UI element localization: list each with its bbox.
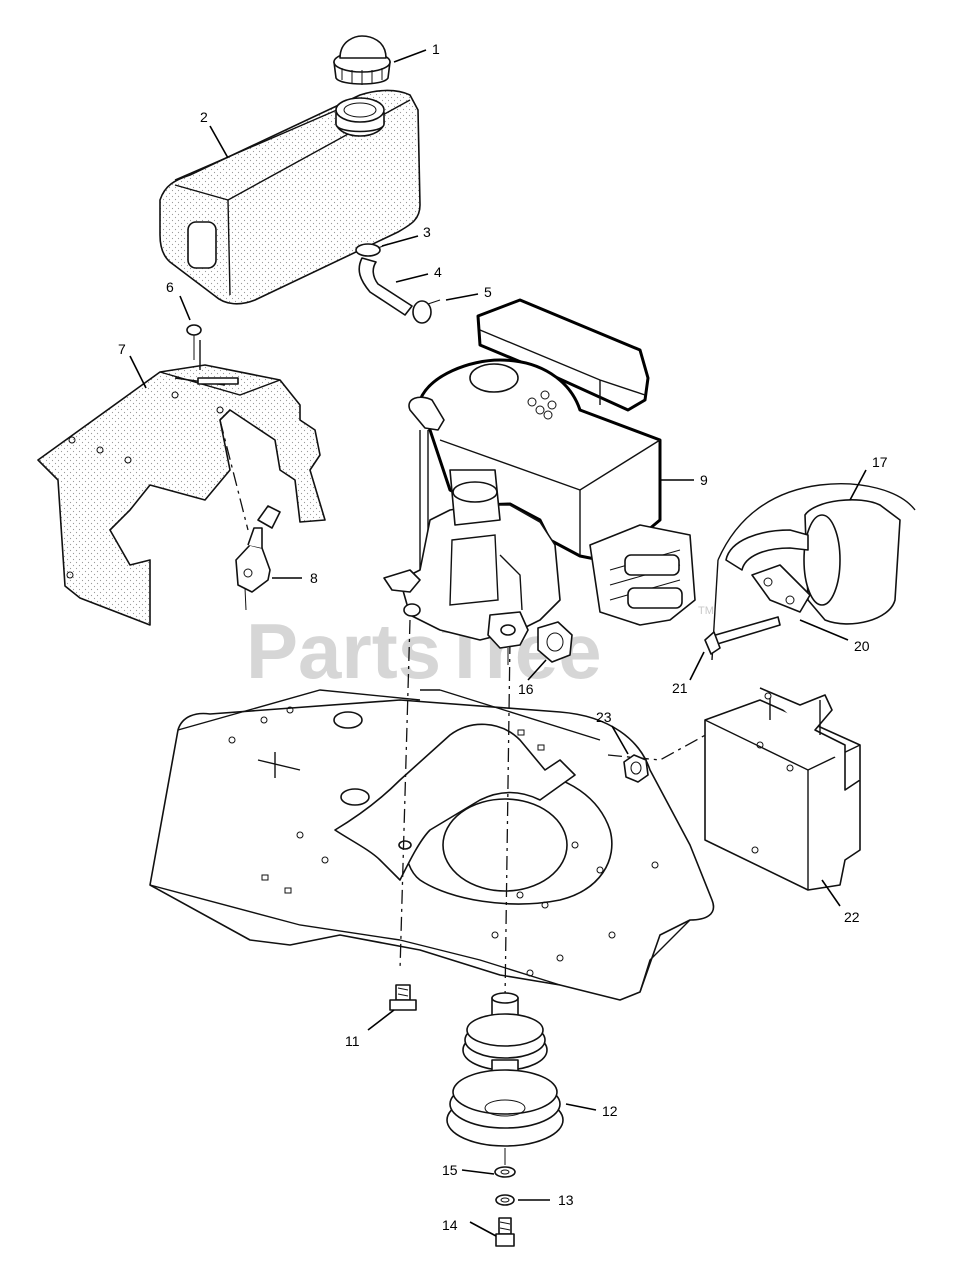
callout-7[interactable]: 7 bbox=[118, 341, 126, 357]
spring-clip[interactable] bbox=[186, 324, 202, 360]
exhaust-gasket bbox=[537, 621, 573, 663]
hex-nut[interactable] bbox=[623, 754, 649, 783]
fuel-tank-vent bbox=[187, 221, 217, 269]
double-pulley[interactable] bbox=[446, 992, 564, 1165]
callout-8[interactable]: 8 bbox=[310, 570, 318, 586]
callout-4[interactable]: 4 bbox=[434, 264, 442, 280]
engine[interactable] bbox=[383, 298, 696, 665]
callout-17[interactable]: 17 bbox=[872, 454, 888, 470]
mounting-bolt[interactable] bbox=[389, 984, 417, 1011]
engine-shaft-hole bbox=[442, 798, 568, 892]
heat-shield[interactable] bbox=[704, 687, 861, 891]
fuel-line-assembly[interactable] bbox=[355, 243, 441, 324]
callout-3[interactable]: 3 bbox=[423, 224, 431, 240]
callout-23[interactable]: 23 bbox=[596, 709, 612, 725]
fuel-cap[interactable] bbox=[333, 35, 391, 85]
callout-leaders bbox=[129, 49, 867, 1237]
fuel-line bbox=[358, 257, 413, 316]
callout-14[interactable]: 14 bbox=[442, 1217, 458, 1233]
muffler-assembly[interactable] bbox=[704, 483, 916, 661]
engine-shroud-bracket[interactable] bbox=[0, 340, 326, 626]
callout-20[interactable]: 20 bbox=[854, 638, 870, 654]
callout-9[interactable]: 9 bbox=[700, 472, 708, 488]
callout-15[interactable]: 15 bbox=[442, 1162, 458, 1178]
callout-12[interactable]: 12 bbox=[602, 1103, 618, 1119]
muffler-bolt bbox=[711, 616, 781, 646]
callout-1[interactable]: 1 bbox=[432, 41, 440, 57]
hose-clamp-lower bbox=[412, 300, 432, 324]
mower-deck-frame[interactable] bbox=[149, 689, 715, 1001]
lock-washer[interactable] bbox=[495, 1194, 515, 1206]
callout-11[interactable]: 11 bbox=[345, 1033, 360, 1049]
callout-21[interactable]: 21 bbox=[672, 680, 688, 696]
callout-22[interactable]: 22 bbox=[844, 909, 860, 925]
pulley-bolt[interactable] bbox=[495, 1217, 515, 1247]
flat-washer[interactable] bbox=[494, 1166, 516, 1178]
fuel-tank[interactable] bbox=[159, 89, 421, 305]
callout-16[interactable]: 16 bbox=[518, 681, 534, 697]
callout-13[interactable]: 13 bbox=[558, 1192, 574, 1208]
callout-5[interactable]: 5 bbox=[484, 284, 492, 300]
callout-2[interactable]: 2 bbox=[200, 109, 208, 125]
hose-clamp-upper bbox=[355, 243, 381, 257]
callout-labels: 1 2 3 4 5 6 7 8 9 11 12 13 14 15 16 17 2… bbox=[118, 41, 888, 1233]
watermark-trademark: TM bbox=[698, 605, 714, 617]
throttle-lever[interactable] bbox=[235, 505, 281, 611]
callout-6[interactable]: 6 bbox=[166, 279, 174, 295]
muffler-bracket bbox=[751, 564, 811, 613]
